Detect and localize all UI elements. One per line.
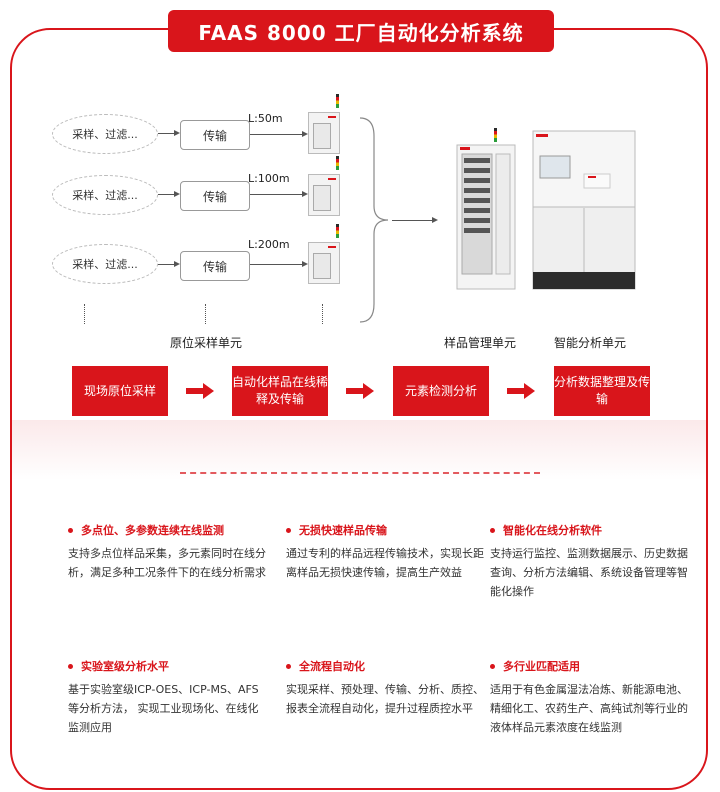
transfer-box-3: 传输 (180, 251, 250, 281)
bullet-icon (286, 663, 291, 669)
distance-label-3: L:200m (248, 238, 290, 251)
process-step-4: 分析数据整理及传输 (554, 366, 650, 416)
process-step-3: 元素检测分析 (393, 366, 489, 416)
sampler-cabinet-2 (308, 174, 340, 216)
bullet-icon (490, 527, 495, 533)
label-smart-analysis-unit: 智能分析单元 (554, 336, 627, 350)
feature-title: 全流程自动化 (299, 660, 365, 673)
bullet-icon (286, 527, 291, 533)
feature-title: 多点位、多参数连续在线监测 (81, 524, 224, 537)
feature-title: 无损快速样品传输 (299, 524, 387, 537)
arrow-2b (250, 191, 308, 197)
feature-title: 智能化在线分析软件 (503, 524, 602, 537)
transfer-box-1: 传输 (180, 120, 250, 150)
signal-light-mgmt (494, 128, 497, 142)
sampler-cabinet-3 (308, 242, 340, 284)
sampling-source-2: 采样、过滤... (52, 175, 158, 215)
feature-title: 实验室级分析水平 (81, 660, 169, 673)
feature-body: 基于实验室级ICP-OES、ICP-MS、AFS等分析方法， 实现工业现场化、在… (68, 683, 259, 734)
bullet-icon (68, 663, 73, 669)
signal-light-3 (336, 224, 339, 238)
bullet-icon (490, 663, 495, 669)
feature-5: 全流程自动化 实现采样、预处理、传输、分析、质控、报表全流程自动化，提升过程质控… (286, 658, 486, 718)
sampler-cabinet-1 (308, 112, 340, 154)
label-in-situ-unit: 原位采样单元 (170, 336, 243, 350)
arrow-2a (158, 191, 180, 197)
continuation-dots-2 (205, 304, 206, 324)
feature-body: 支持运行监控、监测数据展示、历史数据查询、分析方法编辑、系统设备管理等智能化操作 (490, 547, 688, 598)
sampling-source-1: 采样、过滤... (52, 114, 158, 154)
feature-body: 支持多点位样品采集，多元素同时在线分析，满足多种工况条件下的在线分析需求 (68, 547, 266, 579)
divider-band (12, 420, 706, 480)
feature-body: 实现采样、预处理、传输、分析、质控、报表全流程自动化，提升过程质控水平 (286, 683, 484, 715)
signal-light-1 (336, 94, 339, 108)
process-arrow-1 (186, 383, 214, 399)
feature-title: 多行业匹配适用 (503, 660, 580, 673)
signal-light-2 (336, 156, 339, 170)
feature-4: 实验室级分析水平 基于实验室级ICP-OES、ICP-MS、AFS等分析方法， … (68, 658, 268, 737)
feature-6: 多行业匹配适用 适用于有色金属湿法冶炼、新能源电池、精细化工、农药生产、高纯试剂… (490, 658, 690, 737)
arrow-3a (158, 261, 180, 267)
process-step-2: 自动化样品在线稀释及传输 (232, 366, 328, 416)
transfer-box-2: 传输 (180, 181, 250, 211)
distance-label-1: L:50m (248, 112, 283, 125)
sampling-source-3: 采样、过滤... (52, 244, 158, 284)
arrow-3b (250, 261, 308, 267)
page-title: FAAS 8000 工厂自动化分析系统 (168, 10, 554, 52)
dashed-separator (180, 472, 540, 474)
arrow-1a (158, 130, 180, 136)
process-arrow-2 (346, 383, 374, 399)
feature-2: 无损快速样品传输 通过专利的样品远程传输技术，实现长距离样品无损快速传输，提高生… (286, 522, 486, 582)
arrow-to-mgmt (392, 217, 438, 223)
process-step-1: 现场原位采样 (72, 366, 168, 416)
feature-body: 通过专利的样品远程传输技术，实现长距离样品无损快速传输，提高生产效益 (286, 547, 484, 579)
feature-1: 多点位、多参数连续在线监测 支持多点位样品采集，多元素同时在线分析，满足多种工况… (68, 522, 268, 582)
process-arrow-3 (507, 383, 535, 399)
continuation-dots-3 (322, 304, 323, 324)
label-sample-mgmt-unit: 样品管理单元 (444, 336, 517, 350)
grouping-brace (359, 117, 389, 323)
feature-body: 适用于有色金属湿法冶炼、新能源电池、精细化工、农药生产、高纯试剂等行业的液体样品… (490, 683, 688, 734)
distance-label-2: L:100m (248, 172, 290, 185)
bullet-icon (68, 527, 73, 533)
feature-3: 智能化在线分析软件 支持运行监控、监测数据展示、历史数据查询、分析方法编辑、系统… (490, 522, 690, 601)
continuation-dots-1 (84, 304, 85, 324)
smart-analysis-cabinet (532, 130, 636, 290)
sample-management-cabinet (456, 144, 516, 290)
arrow-1b (250, 131, 308, 137)
